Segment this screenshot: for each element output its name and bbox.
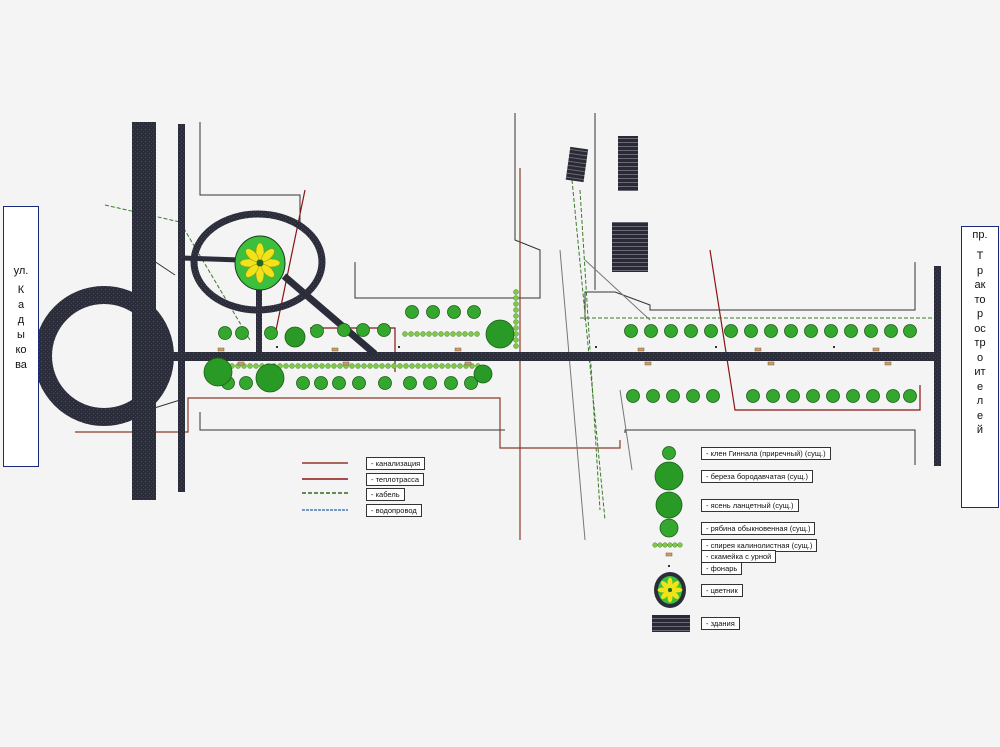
trees <box>203 305 917 403</box>
legend-label-heat: - теплотрасса <box>366 473 425 486</box>
road-side-strip-right <box>934 266 941 466</box>
legend-lamp-symbol <box>668 565 670 567</box>
utility-cable-lines <box>104 179 940 521</box>
building-3 <box>612 222 648 272</box>
legend-birch-symbol <box>654 461 684 491</box>
path-to-strip <box>181 255 241 263</box>
legend-spirea-symbol <box>652 542 683 548</box>
legend-label-buildings: - здания <box>701 617 740 630</box>
utility-gray-lines <box>559 249 651 541</box>
lamps <box>276 346 835 348</box>
roads <box>34 122 941 500</box>
tree-row-lower-left <box>221 376 478 390</box>
legend-label-water: - водопровод <box>366 504 422 517</box>
legend-ash-symbol <box>655 491 683 519</box>
utilities-legend-samples <box>302 462 348 511</box>
legend-label-rowan: - рябина обыкновенная (сущ.) <box>701 522 816 535</box>
tree-row-upper-right <box>624 324 917 338</box>
hedge-vertical <box>513 289 519 349</box>
buildings <box>565 136 648 272</box>
legend-label-birch: - береза бородавчатая (сущ.) <box>701 470 814 483</box>
legend-maple-symbol <box>662 446 676 460</box>
street-prefix: ул. <box>13 265 29 277</box>
legend-bench-symbol <box>665 552 673 557</box>
street-name: Тракторостроителей <box>974 250 986 436</box>
central-flowerbed <box>234 235 286 291</box>
tree-row-upper-left <box>218 305 481 340</box>
main-alley <box>160 352 938 361</box>
legend-building-symbol <box>652 615 690 632</box>
building-1 <box>565 146 589 183</box>
benches <box>217 347 892 366</box>
boundary-lines <box>144 113 916 465</box>
tree-row-lower-right <box>626 389 917 403</box>
building-2 <box>618 136 638 191</box>
diagonal-path <box>281 273 378 357</box>
plants-legend-symbols <box>652 446 690 632</box>
legend-flowerbed-symbol <box>654 572 686 608</box>
road-side-strip-left <box>178 124 185 492</box>
legend-label-ash: - ясень ланцетный (сущ.) <box>701 499 799 512</box>
legend-label-lamp: - фонарь <box>701 562 743 575</box>
legend-rowan-symbol <box>659 518 679 538</box>
street-label-kadykova: ул. Кадыкова <box>3 206 39 467</box>
legend-label-maple: - клен Гиннала (приречный) (сущ.) <box>701 447 831 460</box>
legend-label-sewer: - канализация <box>366 457 426 470</box>
legend-label-flowerbed: - цветник <box>701 584 743 597</box>
path-to-alley <box>256 290 262 354</box>
street-label-traktorostroitelei: пр. Тракторостроителей <box>961 226 999 508</box>
street-prefix: пр. <box>972 229 988 241</box>
large-trees <box>203 319 515 393</box>
utility-heat-lines <box>274 189 921 411</box>
street-name: Кадыкова <box>15 284 27 371</box>
legend-label-cable: - кабель <box>366 488 405 501</box>
hedge-upper <box>402 331 480 337</box>
